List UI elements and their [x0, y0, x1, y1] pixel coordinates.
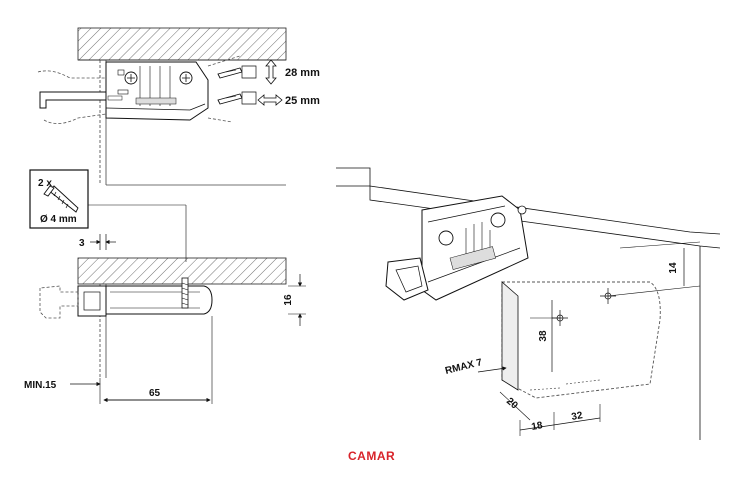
vertical-arrow-icon	[265, 59, 277, 85]
screw-icon	[43, 185, 79, 213]
horizontal-arrow-icon	[257, 94, 283, 106]
screw-count: 2 x	[38, 178, 52, 189]
hinge-adjuster-perspective	[385, 195, 529, 301]
dim-min-distance: MIN.15	[24, 380, 57, 391]
dim-radius: RMAX 7	[444, 357, 484, 377]
dim-32: 32	[571, 410, 584, 423]
dim-18: 18	[531, 420, 544, 433]
screwdriver-icon	[217, 91, 257, 105]
screwdriver-icon	[217, 65, 257, 79]
hinge-adjuster-top	[105, 61, 209, 121]
dim-height: 16	[283, 294, 294, 306]
top-panel-hatched	[77, 27, 287, 61]
horizontal-adjustment-label: 25 mm	[285, 95, 320, 107]
vertical-adjustment-label: 28 mm	[285, 67, 320, 79]
screw-diameter: Ø 4 mm	[40, 214, 77, 225]
dim-14: 14	[668, 262, 679, 274]
dim-depth: 65	[149, 388, 161, 399]
dim-38: 38	[538, 330, 549, 342]
perspective-view: 14 38 RMAX 7 20 18 32	[336, 167, 721, 440]
side-view	[39, 257, 287, 378]
cabinet-outline	[336, 167, 721, 440]
screw-spec-box: 2 x Ø 4 mm	[29, 169, 89, 229]
door-panel	[501, 281, 661, 399]
top-view: 28 mm 25 mm	[37, 27, 320, 186]
dim-offset: 3	[79, 238, 85, 249]
side-dimensions: 3 16 MIN.15 65	[24, 234, 306, 404]
brand-logo: CAMAR	[348, 449, 395, 463]
hinge-adjuster-side	[77, 277, 213, 317]
